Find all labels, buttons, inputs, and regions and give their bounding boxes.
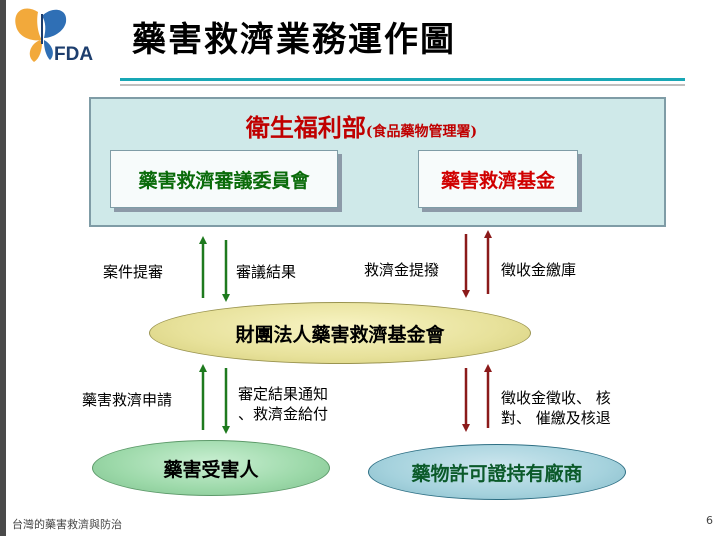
page-number: 6 xyxy=(706,514,713,527)
label-fund-allocation: 救濟金提撥 xyxy=(364,261,440,279)
butterfly-icon xyxy=(15,8,67,62)
relief-fund-box: 藥害救濟基金 xyxy=(418,150,578,208)
foundation-node: 財團法人藥害救濟基金會 xyxy=(149,302,531,364)
ministry-heading: 衛生福利部(食品藥物管理署) xyxy=(0,108,723,143)
footer-text: 台灣的藥害救濟與防治 xyxy=(12,518,122,531)
review-committee-box: 藥害救濟審議委員會 xyxy=(110,150,338,208)
label-levy-payment: 徵收金繳庫 xyxy=(501,261,577,279)
manufacturer-node: 藥物許可證持有廠商 xyxy=(368,444,626,500)
ministry-sub-name: (食品藥物管理署) xyxy=(365,124,478,140)
ministry-name: 衛生福利部 xyxy=(245,113,366,142)
title-underline xyxy=(120,78,685,81)
title-underline-shadow xyxy=(120,84,685,86)
slide-left-border xyxy=(0,0,6,536)
victim-node: 藥害受害人 xyxy=(92,440,330,496)
label-notification-line2: 、救濟金給付 xyxy=(238,405,329,423)
label-levy-line2: 對、 催繳及核退 xyxy=(501,409,611,427)
logo-text: FDA xyxy=(54,44,93,65)
label-levy-line1: 徵收金徵收、 核 xyxy=(501,389,611,407)
label-relief-application: 藥害救濟申請 xyxy=(82,391,173,409)
label-case-submission: 案件提審 xyxy=(103,263,164,281)
page-title: 藥害救濟業務運作圖 xyxy=(132,20,456,60)
label-review-result: 審議結果 xyxy=(236,263,297,281)
fda-logo: FDA xyxy=(15,8,93,65)
label-notification-line1: 審定結果通知 xyxy=(238,385,329,403)
